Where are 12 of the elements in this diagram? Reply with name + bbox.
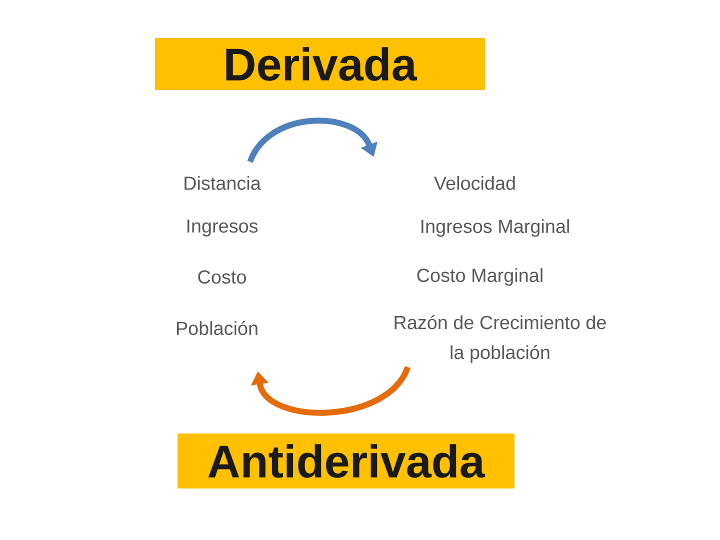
highlight-box: Antiderivada [178,434,514,488]
highlight-box: Derivada [155,38,485,90]
term-label: Razón de Crecimiento de la población [394,315,606,363]
term-label: Velocidad [434,176,515,190]
curved-arrow [250,366,410,416]
curved-arrow [247,118,378,164]
term-label: Ingresos [187,220,258,236]
term-label: Costo Marginal [417,268,542,286]
term-label: Población [176,320,258,336]
term-label: Ingresos Marginal [422,219,569,237]
term-label: Distancia [184,176,261,190]
term-label: Costo [198,270,246,284]
